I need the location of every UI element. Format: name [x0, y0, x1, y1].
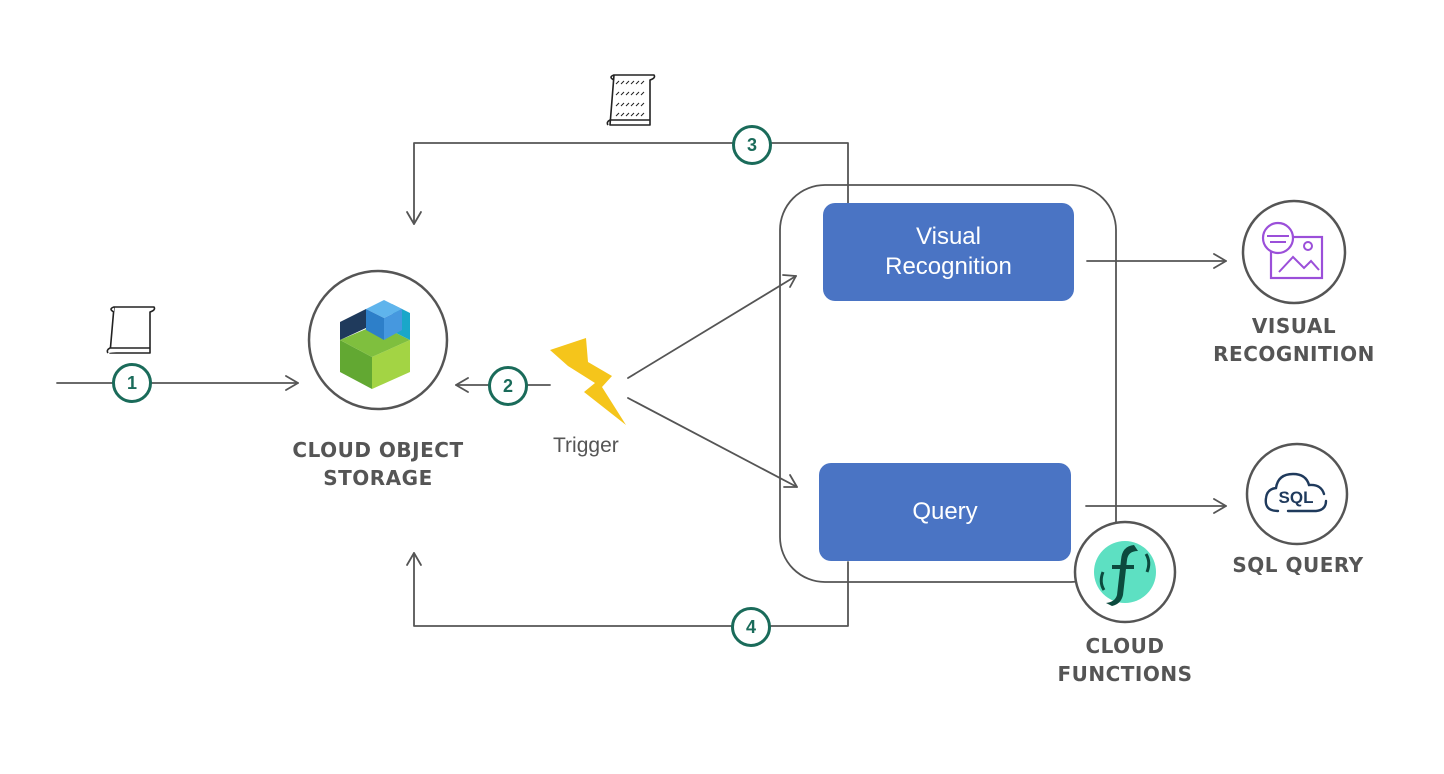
step-3-number: 3 [746, 134, 757, 155]
upload-arrowhead [285, 375, 299, 391]
step-4-number: 4 [745, 616, 756, 637]
trigger-to-query-line [627, 397, 798, 488]
step-2-number: 2 [502, 375, 513, 396]
step-4-badge: 4 [731, 607, 771, 647]
vr-return-path [413, 142, 849, 225]
trigger-to-vr-arrowhead [782, 274, 797, 288]
trigger-to-vr-line [627, 275, 797, 379]
step-2-badge: 2 [488, 366, 528, 406]
query-return-arrowhead [406, 552, 422, 566]
visual-recognition-icon [1241, 199, 1347, 305]
visual-recognition-box-line1: Visual [916, 223, 981, 250]
query-box-label: Query [912, 498, 978, 525]
cloud-functions-label: CLOUD FUNCTIONS [1025, 632, 1225, 688]
cloud-object-storage-label-line2: STORAGE [323, 466, 433, 490]
annotated-document-icon [606, 74, 656, 126]
visual-recognition-label-line2: RECOGNITION [1213, 342, 1375, 366]
sql-icon-text: SQL [1279, 488, 1314, 507]
document-icon [106, 306, 156, 354]
step-1-number: 1 [126, 372, 137, 393]
step-1-badge: 1 [112, 363, 152, 403]
cloud-functions-label-line2: FUNCTIONS [1057, 662, 1193, 686]
query-return-path [413, 552, 849, 627]
lightning-icon [550, 338, 626, 425]
trigger-arrowhead [455, 377, 469, 393]
visual-recognition-label-line1: VISUAL [1251, 314, 1337, 338]
vr-to-service-arrowhead [1213, 253, 1227, 269]
visual-recognition-box-line2: Recognition [885, 253, 1012, 280]
sql-query-service-label: SQL QUERY [1232, 553, 1364, 577]
cloud-object-storage-icon [307, 269, 449, 411]
cloud-functions-label-line1: CLOUD [1085, 634, 1165, 658]
trigger-to-query-arrowhead [783, 474, 798, 488]
query-function-box[interactable]: Query [819, 463, 1071, 561]
functions-group-container [779, 184, 1117, 583]
query-to-service-arrowhead [1213, 498, 1227, 514]
vr-return-arrowhead [406, 211, 422, 225]
sql-query-icon: SQL [1245, 442, 1349, 546]
step-3-badge: 3 [732, 125, 772, 165]
visual-recognition-function-box[interactable]: Visual Recognition [823, 203, 1074, 301]
cloud-object-storage-label: CLOUD OBJECT STORAGE [268, 436, 488, 492]
cloud-object-storage-label-line1: CLOUD OBJECT [292, 438, 464, 462]
cloud-functions-icon [1073, 520, 1177, 624]
visual-recognition-service-label: VISUAL RECOGNITION [1184, 312, 1404, 368]
trigger-label: Trigger [553, 434, 619, 457]
